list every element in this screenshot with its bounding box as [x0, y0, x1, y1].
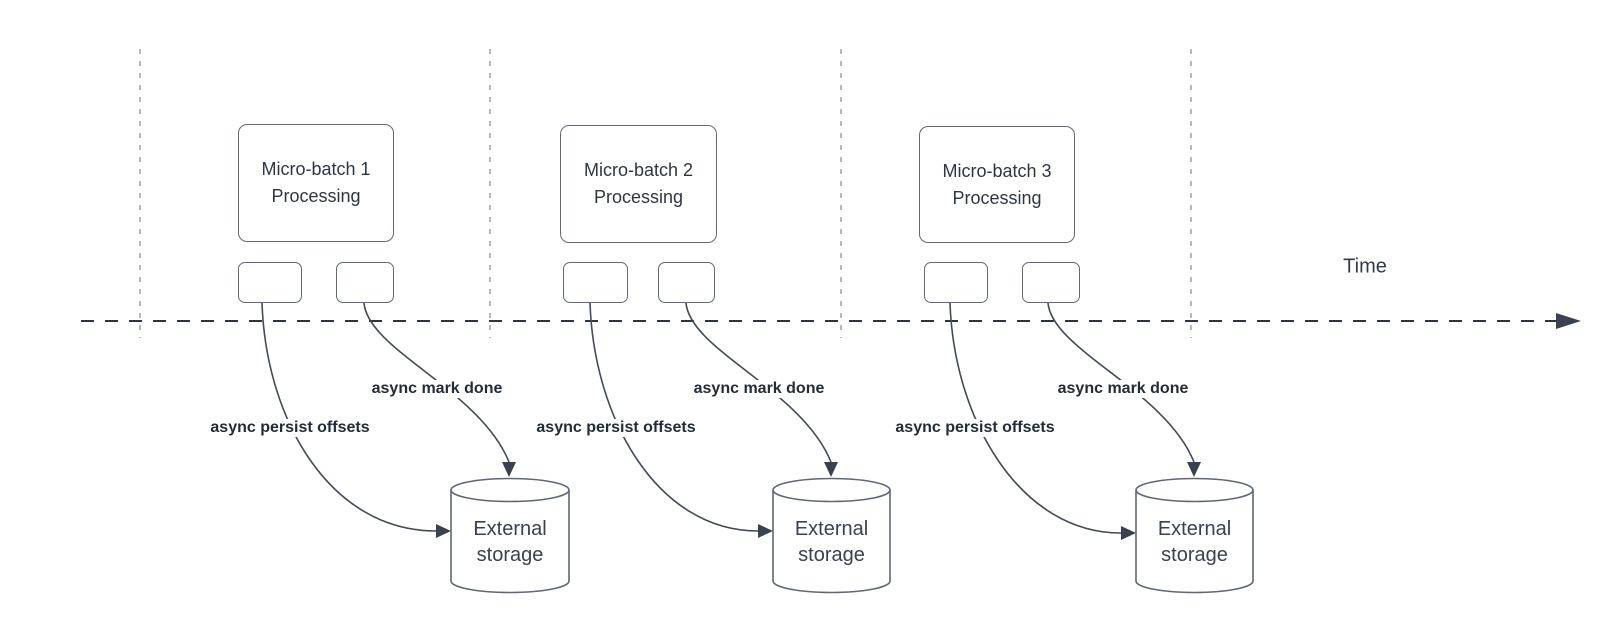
time-axis-arrowhead — [1556, 313, 1581, 329]
mark-done-arrowhead-2 — [824, 462, 838, 477]
micro-batch-2-box: Micro-batch 2 Processing — [560, 125, 717, 243]
persist-offsets-task-box-3 — [924, 262, 988, 303]
time-axis-label: Time — [1343, 255, 1387, 278]
mark-done-label-1: async mark done — [368, 380, 506, 398]
mark-done-label-2: async mark done — [690, 380, 828, 398]
persist-offsets-label-1: async persist offsets — [207, 419, 373, 437]
external-storage-cylinder-3 — [1135, 477, 1254, 594]
persist-offsets-label-3: async persist offsets — [892, 419, 1058, 437]
persist-offsets-arrowhead-2 — [758, 524, 773, 538]
persist-offsets-label-2: async persist offsets — [533, 419, 699, 437]
micro-batch-2-subtitle: Processing — [593, 187, 684, 207]
persist-offsets-arrow-2 — [589, 302, 759, 532]
persist-offsets-task-box-1 — [238, 262, 302, 303]
mark-done-label-3: async mark done — [1054, 380, 1192, 398]
persist-offsets-arrow-3 — [949, 302, 1122, 534]
micro-batch-2-title: Micro-batch 2 — [583, 160, 694, 180]
micro-batch-1-title: Micro-batch 1 — [261, 159, 371, 179]
mark-done-task-box-1 — [336, 262, 394, 303]
persist-offsets-arrowhead-3 — [1121, 526, 1136, 540]
mark-done-arrow-1 — [363, 302, 510, 463]
external-storage-cylinder-2 — [772, 477, 891, 594]
micro-batch-1-box: Micro-batch 1 Processing — [238, 124, 394, 242]
micro-batch-3-subtitle: Processing — [952, 187, 1042, 208]
persist-offsets-task-box-2 — [563, 262, 628, 303]
mark-done-arrow-3 — [1047, 302, 1195, 463]
mark-done-task-box-2 — [658, 262, 715, 303]
mark-done-arrowhead-1 — [502, 462, 516, 477]
external-storage-cylinder-1 — [450, 477, 570, 594]
persist-offsets-arrow-1 — [261, 302, 437, 532]
mark-done-arrowhead-3 — [1187, 462, 1201, 477]
micro-batch-3-box: Micro-batch 3 Processing — [919, 126, 1075, 243]
micro-batch-1-subtitle: Processing — [271, 186, 361, 206]
persist-offsets-arrowhead-1 — [436, 524, 451, 538]
micro-batch-3-title: Micro-batch 3 — [942, 160, 1052, 181]
mark-done-task-box-3 — [1022, 262, 1080, 303]
mark-done-arrow-2 — [685, 302, 832, 463]
